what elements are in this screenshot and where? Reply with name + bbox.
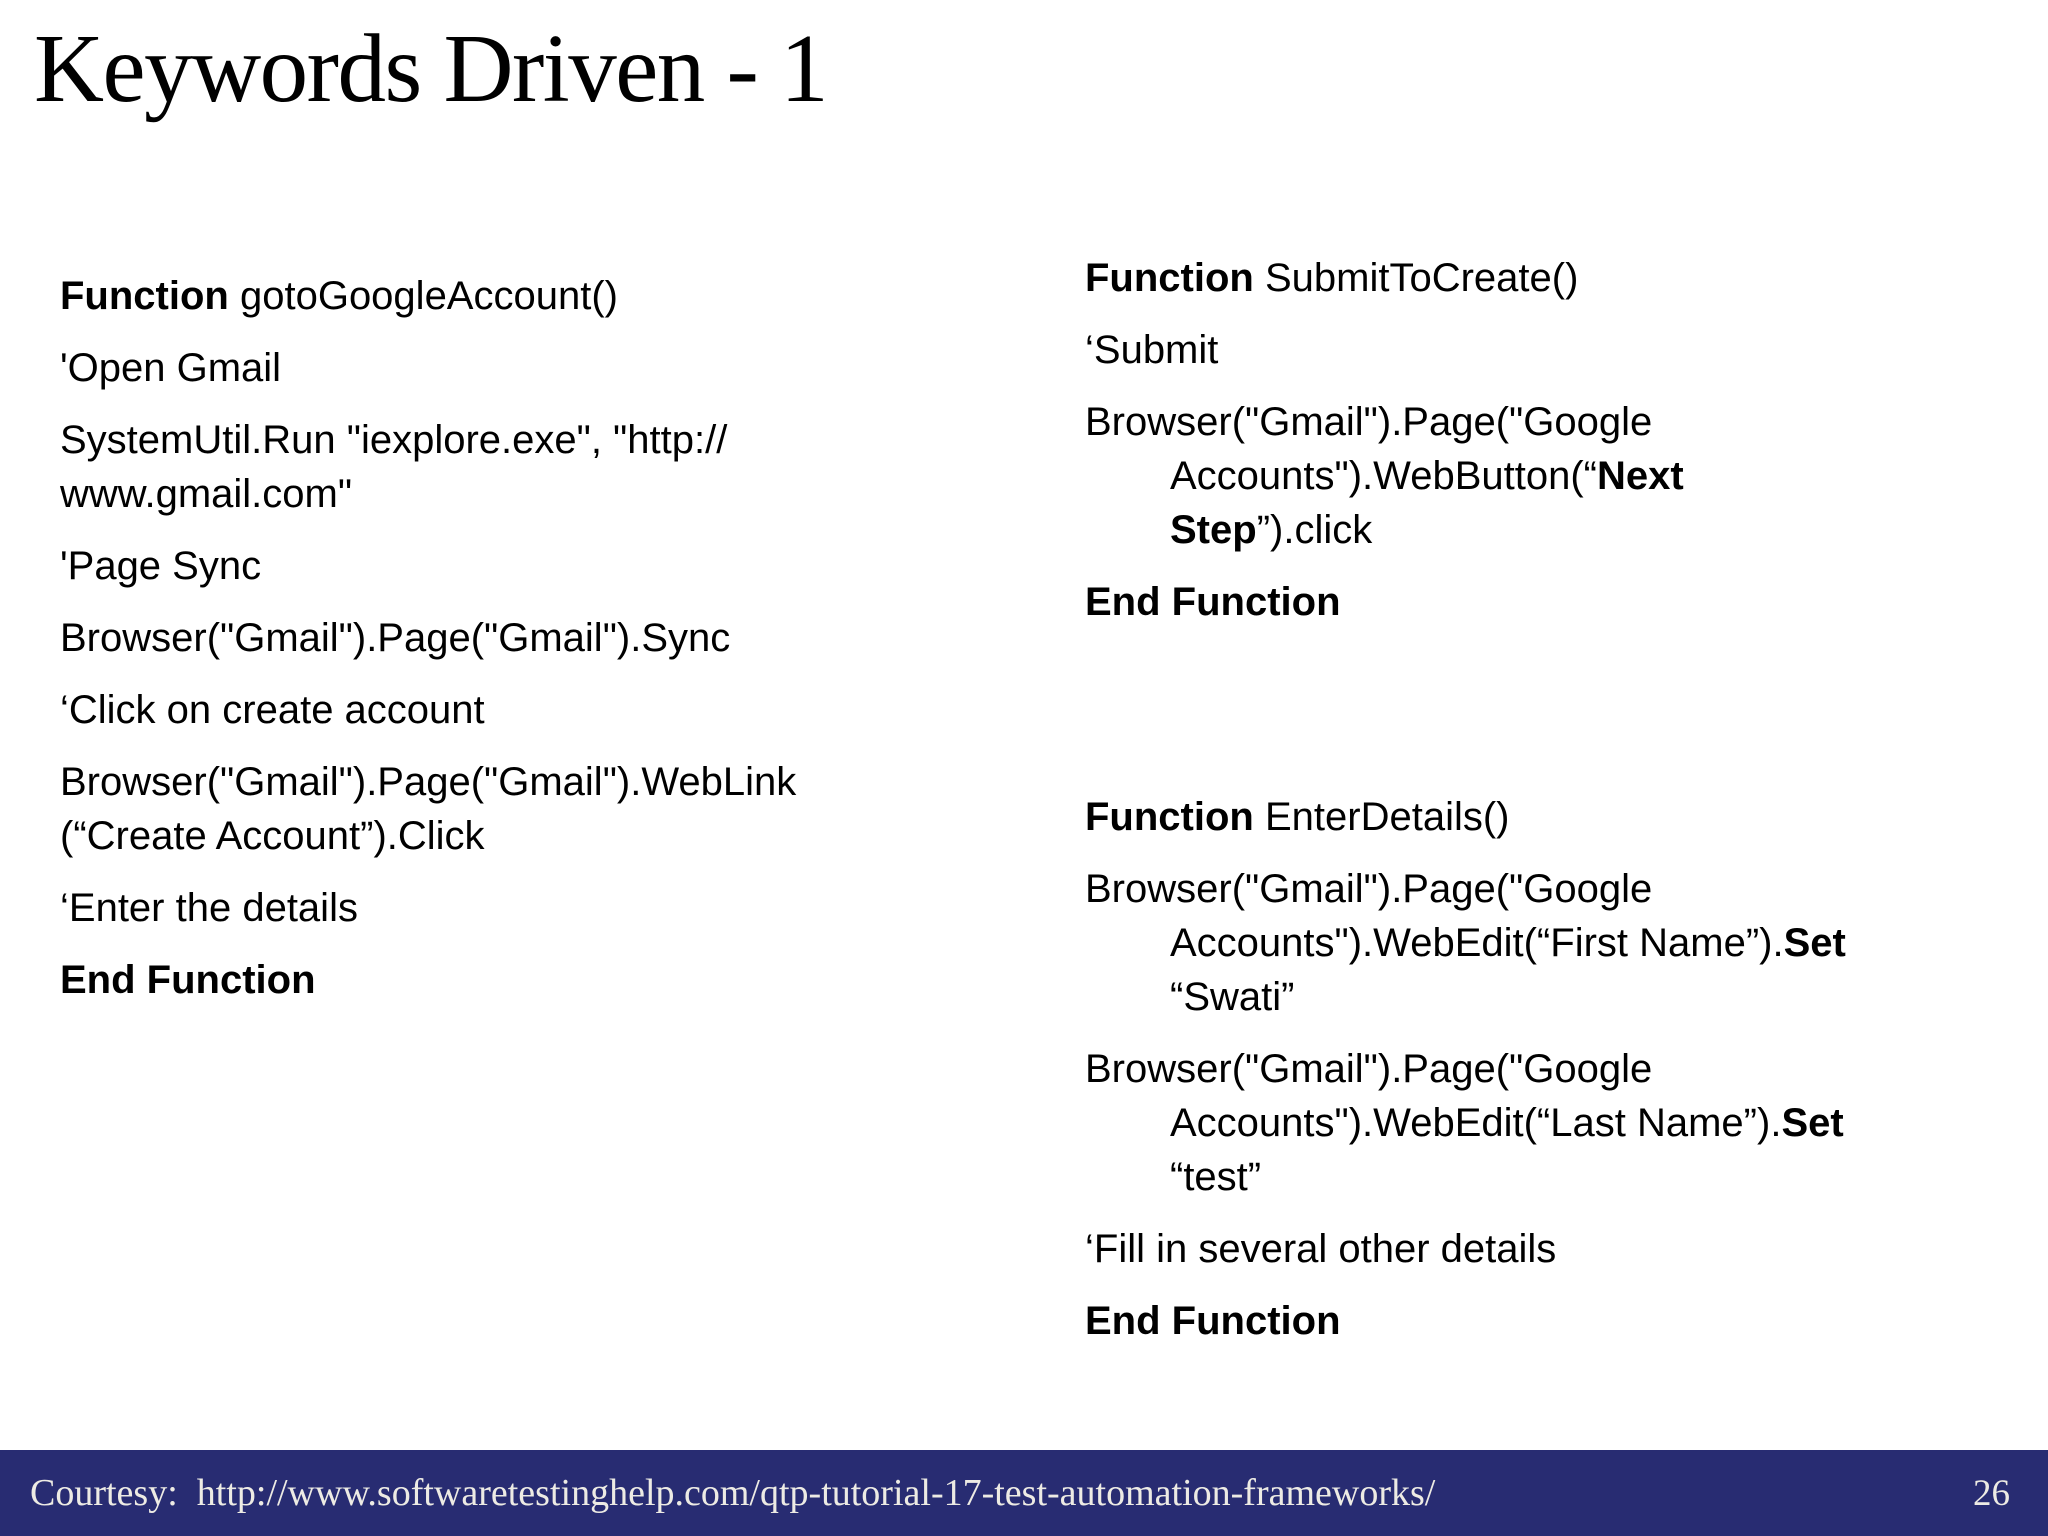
code-paragraph: Browser("Gmail").Page("Gmail").Sync <box>60 611 970 665</box>
code-text: 'Page Sync <box>60 544 262 588</box>
footer-bar: Courtesy: http://www.softwaretestinghelp… <box>0 1450 2048 1536</box>
code-paragraph: 'Open Gmail <box>60 341 970 395</box>
slide-title: Keywords Driven - 1 <box>34 15 829 122</box>
code-keyword: Next <box>1596 454 1684 498</box>
code-keyword: End Function <box>1085 580 1341 624</box>
code-paragraph: Browser("Gmail").Page("Gmail").WebLink (“… <box>60 755 970 863</box>
code-text: Browser("Gmail").Page("Gmail").Sync <box>60 616 731 660</box>
code-paragraph: Function EnterDetails() <box>1085 790 2025 844</box>
code-text: Browser("Gmail").Page("Google <box>1085 1047 1653 1091</box>
code-text: Browser("Gmail").Page("Google <box>1085 867 1653 911</box>
code-paragraph: ‘Fill in several other details <box>1085 1222 2025 1276</box>
code-text: (“Create Account”).Click <box>60 814 485 858</box>
code-keyword: Function <box>1085 256 1254 300</box>
code-paragraph: End Function <box>1085 1294 2025 1348</box>
code-text: ‘Enter the details <box>60 886 358 930</box>
code-keyword: Function <box>1085 795 1254 839</box>
code-paragraph: ‘Submit <box>1085 323 2025 377</box>
code-text: ‘Click on create account <box>60 688 485 732</box>
code-text: Accounts").WebEdit(“Last Name”). <box>1170 1101 1782 1145</box>
code-keyword: Set <box>1783 921 1846 965</box>
code-text: www.gmail.com" <box>60 472 353 516</box>
code-text: EnterDetails() <box>1253 795 1510 839</box>
column-spacer <box>1085 647 2025 772</box>
code-text: SystemUtil.Run "iexplore.exe", "http:// <box>60 418 728 462</box>
code-text: SubmitToCreate() <box>1253 256 1579 300</box>
code-keyword: Set <box>1781 1101 1844 1145</box>
code-text: 'Open Gmail <box>60 346 282 390</box>
code-paragraph: ‘Enter the details <box>60 881 970 935</box>
code-paragraph: SystemUtil.Run "iexplore.exe", "http:// w… <box>60 413 970 521</box>
code-text: Browser("Gmail").Page("Google <box>1085 400 1653 444</box>
code-text: ‘Submit <box>1085 328 1219 372</box>
code-text: ‘Fill in several other details <box>1085 1227 1557 1271</box>
code-keyword: Function <box>60 274 229 318</box>
footer-courtesy-url: Courtesy: http://www.softwaretestinghelp… <box>30 1472 1436 1514</box>
code-text: Accounts").WebButton(“ <box>1170 454 1597 498</box>
code-keyword: End Function <box>1085 1299 1341 1343</box>
code-paragraph: ‘Click on create account <box>60 683 970 737</box>
code-keyword: Step <box>1170 508 1257 552</box>
code-text: “Swati” <box>1170 975 1295 1019</box>
code-paragraph: End Function <box>60 953 970 1007</box>
code-keyword: End Function <box>60 958 316 1002</box>
code-text: “test” <box>1170 1155 1262 1199</box>
footer-page-number: 26 <box>1973 1472 2010 1514</box>
code-text: ”).click <box>1256 508 1373 552</box>
code-paragraph: Function SubmitToCreate() <box>1085 251 2025 305</box>
code-paragraph: 'Page Sync <box>60 539 970 593</box>
code-paragraph: End Function <box>1085 575 2025 629</box>
code-paragraph: Function gotoGoogleAccount() <box>60 269 970 323</box>
code-text: Browser("Gmail").Page("Gmail").WebLink <box>60 760 797 804</box>
code-text: Accounts").WebEdit(“First Name”). <box>1170 921 1784 965</box>
code-text: gotoGoogleAccount() <box>228 274 618 318</box>
